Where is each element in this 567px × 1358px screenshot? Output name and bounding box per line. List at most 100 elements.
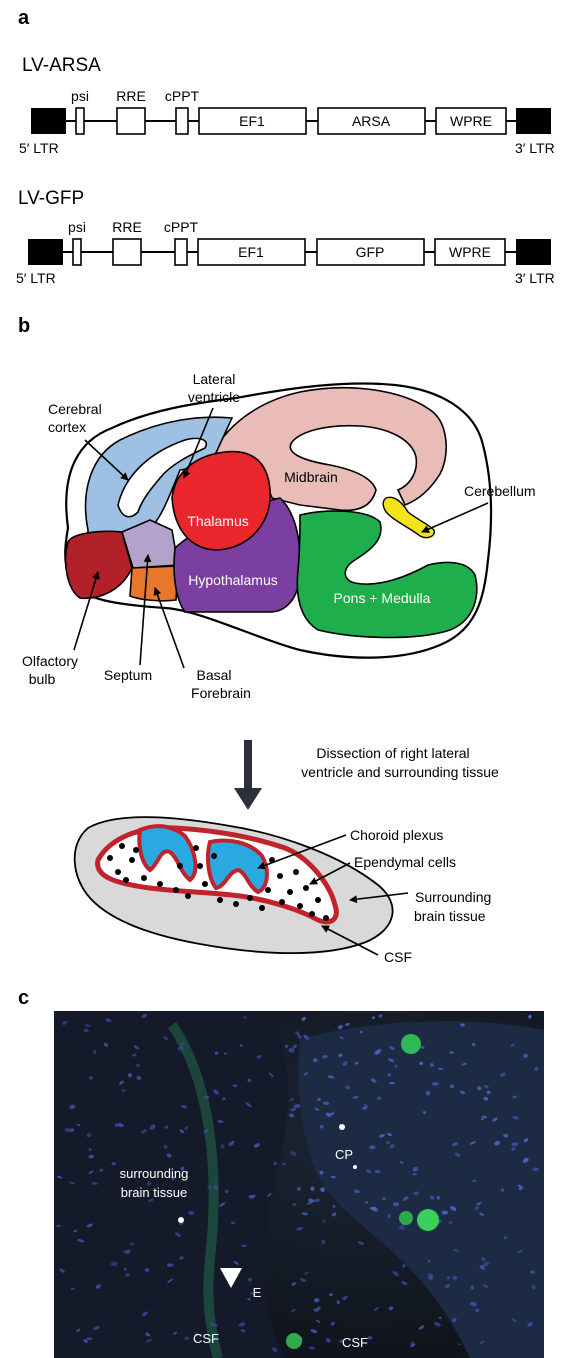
csf-dot [157,881,163,887]
csf-dot [133,847,139,853]
olfactory-bulb-label: Olfactory [22,653,78,669]
csf-dot [315,897,321,903]
ltr3-label: 3′ LTR [515,270,555,286]
rre-box [117,108,145,134]
cerebellum-label: Cerebellum [464,483,536,499]
surrounding-label-2: brain tissue [414,908,486,924]
csf-dot [247,895,253,901]
csf-dot [202,881,208,887]
dissection-caption-2: ventricle and surrounding tissue [301,764,499,780]
csf-dot [177,863,183,869]
csf-dot [217,897,223,903]
construct-lv-gfp: LV-GFP psi RRE cPPT EF1 GFP WPRE 5′ LTR … [16,188,555,286]
basal-forebrain-label: Basal [196,667,231,683]
ependymal-cells-label: Ependymal cells [354,854,456,870]
surrounding-label-2: brain tissue [121,1185,187,1200]
cppt-label: cPPT [164,219,199,235]
rre-box [113,239,141,265]
cerebral-cortex-label: Cerebral [48,401,102,417]
lateral-ventricle-label-2: ventricle [188,389,240,405]
ventricle-dissection-diagram: Choroid plexus Ependymal cells Surroundi… [75,817,492,965]
fluorescence-micrograph: surrounding brain tissue CP E CSF CSF [54,1011,544,1358]
csf-label: CSF [384,949,412,965]
pons-medulla-label: Pons + Medulla [334,590,431,606]
rre-label: RRE [116,88,146,104]
gfp-cell [286,1333,302,1349]
csf-dot [287,889,293,895]
bright-spot [353,1165,357,1169]
septum-label: Septum [104,667,152,683]
ltr5-label: 5′ LTR [16,270,56,286]
ltr5-label: 5′ LTR [19,140,59,156]
e-label: E [253,1285,262,1300]
csf-dot [259,905,265,911]
csf-dot [193,845,199,851]
cp-label: CP [335,1147,353,1162]
csf-dot [233,901,239,907]
cppt-box [175,239,187,265]
rre-label: RRE [112,219,142,235]
csf-dot [123,877,129,883]
lateral-ventricle-label: Lateral [193,371,236,387]
csf-dot [141,875,147,881]
midbrain-label: Midbrain [284,469,338,485]
ltr3-box [516,108,551,134]
nucleus [86,1337,92,1340]
wpre-label: WPRE [450,113,492,129]
csf-dot [185,893,191,899]
psi-box [73,239,81,265]
csf-dot [197,863,203,869]
csf-right-label: CSF [342,1335,368,1350]
gfp-cell [417,1209,439,1231]
panel-label-c: c [18,987,29,1009]
down-arrow-icon [234,788,262,810]
psi-label: psi [71,88,89,104]
construct-name: LV-GFP [18,188,84,209]
csf-dot [303,885,309,891]
csf-dot [129,857,135,863]
csf-dot [265,887,271,893]
csf-dot [107,855,113,861]
panel-label-b: b [18,315,30,337]
brain-sagittal-diagram: Lateral ventricle Cerebral cortex Midbra… [22,371,536,701]
transgene-label: ARSA [352,113,391,129]
csf-dot [297,903,303,909]
ltr5-box [31,108,66,134]
hypothalamus-label: Hypothalamus [188,572,278,588]
basal-forebrain-region [130,566,178,601]
csf-dot [323,915,329,921]
csf-dot [211,853,217,859]
ltr5-box [28,239,63,265]
dissection-caption: Dissection of right lateral [316,745,469,761]
olfactory-bulb-label-2: bulb [29,671,56,687]
csf-dot [173,887,179,893]
cppt-label: cPPT [165,88,200,104]
transgene-label: GFP [356,244,385,260]
cerebral-cortex-label-2: cortex [48,419,86,435]
construct-name: LV-ARSA [22,55,101,76]
gfp-cell [399,1211,413,1225]
nucleus [412,1173,417,1175]
csf-dot [309,911,315,917]
gfp-cell [401,1034,421,1054]
nucleus [369,1145,375,1149]
csf-dot [293,869,299,875]
csf-dot [119,843,125,849]
bright-spot [178,1217,184,1223]
panel-label-a: a [18,7,30,29]
csf-dot [115,869,121,875]
bright-spot [339,1124,345,1130]
ef1-label: EF1 [239,113,265,129]
thalamus-label: Thalamus [187,513,248,529]
cppt-box [176,108,188,134]
choroid-plexus-label: Choroid plexus [350,827,443,843]
ltr3-box [516,239,551,265]
csf-dot [279,899,285,905]
surrounding-label: Surrounding [415,889,491,905]
surrounding-label: surrounding [120,1166,189,1181]
psi-box [76,108,84,134]
wpre-label: WPRE [449,244,491,260]
dissection-step: Dissection of right lateral ventricle an… [234,740,499,810]
csf-dot [277,873,283,879]
